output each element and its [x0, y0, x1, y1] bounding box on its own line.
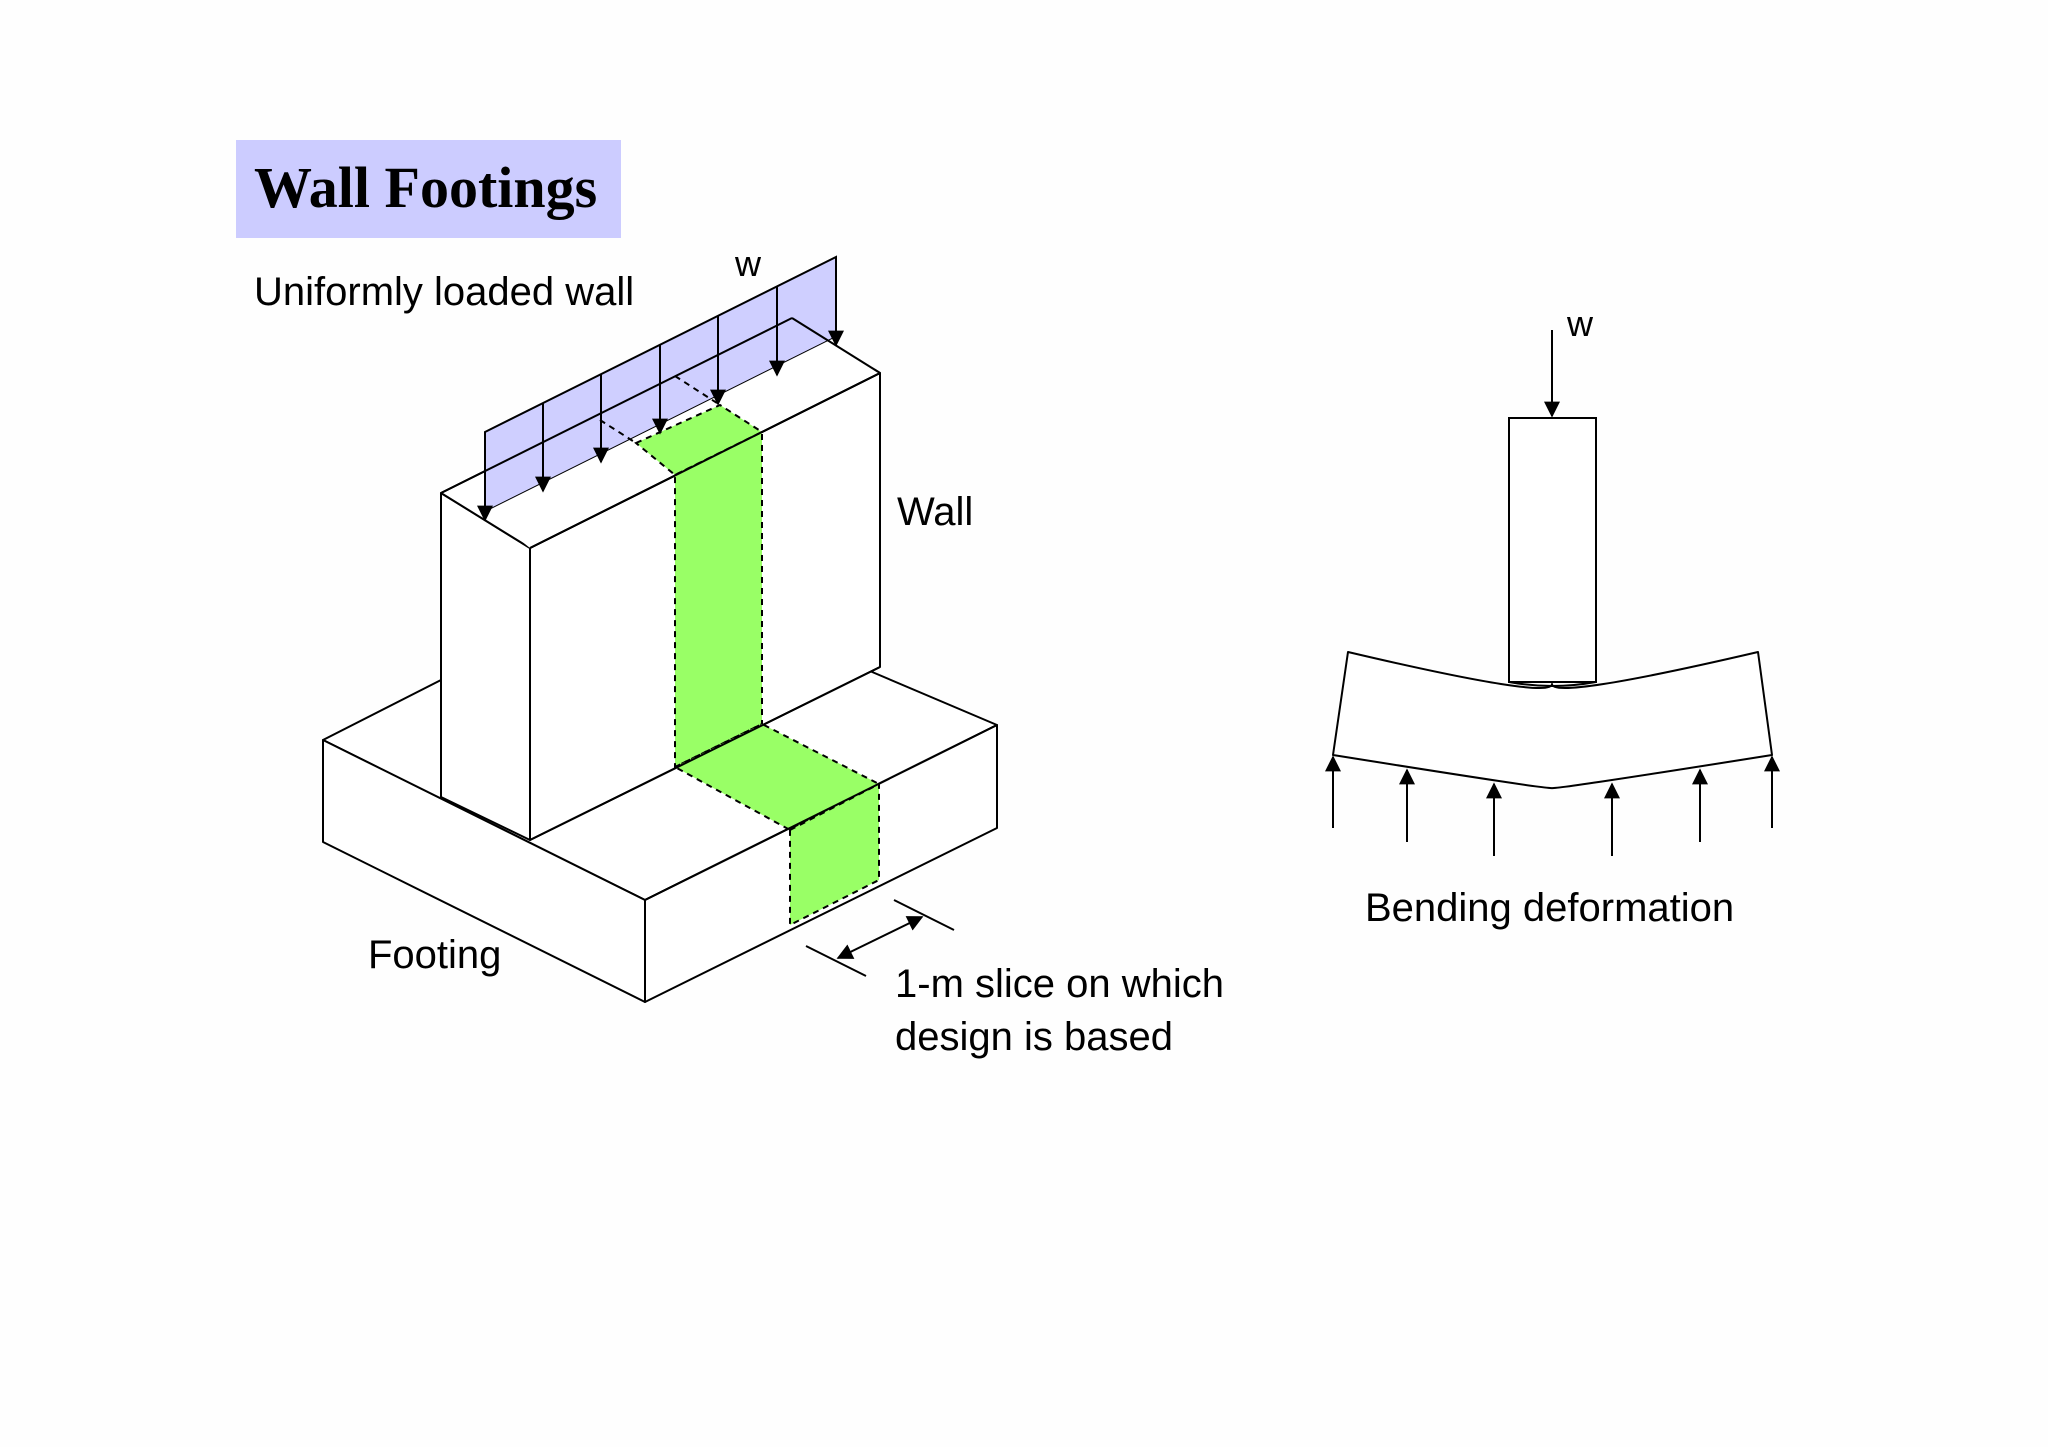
- slice-label-line2: design is based: [895, 1015, 1173, 1059]
- slice-dimension: [805, 899, 955, 977]
- soil-pressure-arrows: [1325, 755, 1780, 856]
- wall-label: Wall: [897, 490, 974, 534]
- uniform-load-label: Uniformly loaded wall: [254, 270, 635, 314]
- load-symbol-label: w: [735, 243, 761, 284]
- title-box: [236, 140, 621, 238]
- bending-label: Bending deformation: [1365, 886, 1735, 930]
- load-arrows: [477, 257, 844, 522]
- page-title: Wall Footings: [254, 155, 598, 220]
- design-slice: [634, 403, 882, 927]
- column-rect: [1508, 417, 1597, 683]
- bent-footing: [1332, 651, 1773, 790]
- footing-label: Footing: [368, 933, 502, 977]
- slice-label-line1: 1-m slice on which: [895, 962, 1225, 1006]
- right-load-symbol-label: w: [1567, 303, 1593, 344]
